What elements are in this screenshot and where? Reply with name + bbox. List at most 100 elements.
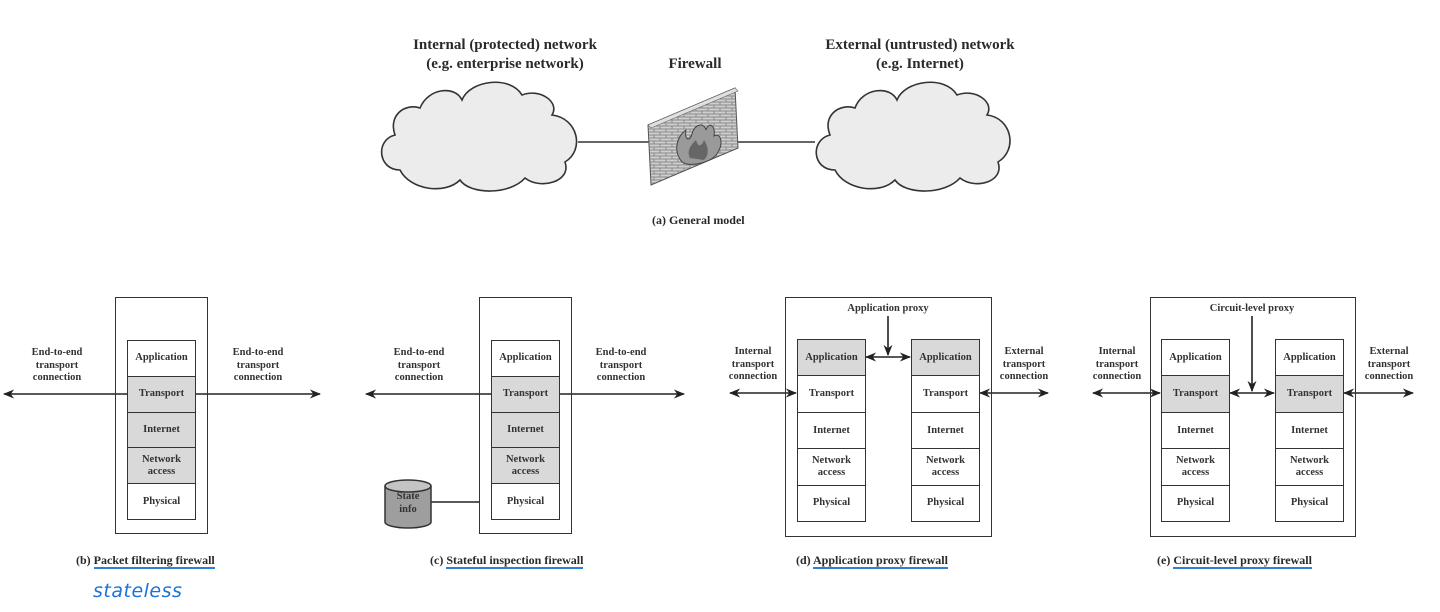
firewall-brick-wall-icon xyxy=(647,87,739,186)
label-line: External xyxy=(1369,346,1409,357)
layer-transport: Transport xyxy=(912,376,979,413)
label-line: transport xyxy=(35,359,79,371)
layer-internet: Internet xyxy=(912,412,979,450)
panel-b-protocol-stack: Application Transport Internet Network a… xyxy=(127,340,196,520)
label-line: connection xyxy=(1092,371,1142,382)
label-line: transport xyxy=(1002,358,1046,370)
external-network-label: External (untrusted) network (e.g. Inter… xyxy=(795,36,1045,74)
label-line: transport xyxy=(1367,358,1411,370)
label-line: External xyxy=(1004,346,1044,357)
label-line: End-to-end xyxy=(31,347,83,358)
panel-d-caption: (d) Application proxy firewall xyxy=(796,553,948,569)
internal-network-title: Internal (protected) network xyxy=(413,37,597,53)
panel-c-caption: (c) Stateful inspection firewall xyxy=(430,553,584,569)
panel-b-caption: (b) Packet filtering firewall xyxy=(76,553,215,569)
caption-title: Stateful inspection firewall xyxy=(446,553,584,569)
layer-network-access: Network access xyxy=(912,449,979,486)
label-line: transport xyxy=(599,359,643,371)
layer-application: Application xyxy=(1276,340,1343,377)
label-line: End-to-end xyxy=(232,347,284,358)
layer-application: Application xyxy=(912,340,979,377)
panel-e-left-label: Internal transport connection xyxy=(1086,346,1148,384)
internal-network-example: (e.g. enterprise network) xyxy=(426,56,584,72)
label-line: info xyxy=(399,503,417,515)
internal-network-label: Internal (protected) network (e.g. enter… xyxy=(380,36,630,74)
layer-physical: Physical xyxy=(912,485,979,522)
panel-e-caption: (e) Circuit-level proxy firewall xyxy=(1157,553,1312,569)
label-line: Internal xyxy=(734,346,772,357)
layer-network-access: Network access xyxy=(1276,449,1343,486)
layer-physical: Physical xyxy=(1276,485,1343,522)
stateless-annotation: stateless xyxy=(93,580,183,602)
label-line: Internal xyxy=(1098,346,1136,357)
label-line: transport xyxy=(731,358,775,370)
fire-icon xyxy=(676,124,722,165)
label-line: transport xyxy=(236,359,280,371)
panel-c-right-label: End-to-end transport connection xyxy=(576,347,666,385)
label-line: End-to-end xyxy=(595,347,647,358)
layer-transport: Transport xyxy=(1276,376,1343,413)
panel-e-external-stack: Application Transport Internet Network a… xyxy=(1275,339,1344,522)
panel-b-right-label: End-to-end transport connection xyxy=(213,347,303,385)
internal-network-cloud-icon xyxy=(380,81,578,192)
label-line: connection xyxy=(394,372,444,383)
panel-c-left-label: End-to-end transport connection xyxy=(374,347,464,385)
label-line: transport xyxy=(1095,358,1139,370)
caption-title: Packet filtering firewall xyxy=(93,553,215,569)
layer-application: Application xyxy=(492,341,559,377)
circuit-level-proxy-label: Circuit-level proxy xyxy=(1209,303,1295,314)
application-proxy-label: Application proxy xyxy=(847,303,929,314)
panel-d-internal-stack: Application Transport Internet Network a… xyxy=(797,339,866,522)
firewall-label: Firewall xyxy=(668,56,722,72)
panel-e-internal-stack: Application Transport Internet Network a… xyxy=(1161,339,1230,522)
label-line: transport xyxy=(397,359,441,371)
label-line: State xyxy=(396,491,420,502)
label-line: connection xyxy=(728,371,778,382)
panel-d-external-stack: Application Transport Internet Network a… xyxy=(911,339,980,522)
panel-b-firewall-box xyxy=(115,297,208,534)
caption-prefix: (b) xyxy=(76,553,91,567)
layer-application: Application xyxy=(1162,340,1229,377)
layer-internet: Internet xyxy=(798,412,865,450)
layer-internet: Internet xyxy=(128,412,195,449)
layer-transport: Transport xyxy=(128,376,195,413)
layer-physical: Physical xyxy=(492,484,559,519)
panel-e-right-label: External transport connection xyxy=(1358,346,1420,384)
panel-e-firewall-box xyxy=(1150,297,1356,537)
label-line: End-to-end xyxy=(393,347,445,358)
panel-c-firewall-box xyxy=(479,297,572,534)
label-line: connection xyxy=(1364,371,1414,382)
layer-physical: Physical xyxy=(128,484,195,519)
label-line: connection xyxy=(32,372,82,383)
layer-physical: Physical xyxy=(1162,485,1229,522)
caption-title: Application proxy firewall xyxy=(813,553,948,569)
external-network-example: (e.g. Internet) xyxy=(876,56,964,72)
panel-d-firewall-box xyxy=(785,297,992,537)
caption-prefix: (c) xyxy=(430,553,444,567)
layer-internet: Internet xyxy=(492,412,559,449)
layer-network-access: Network access xyxy=(1162,449,1229,486)
caption-title: Circuit-level proxy firewall xyxy=(1173,553,1312,569)
layer-internet: Internet xyxy=(1276,412,1343,450)
layer-transport: Transport xyxy=(1162,376,1229,413)
panel-d-left-label: Internal transport connection xyxy=(722,346,784,384)
general-model-caption: (a) General model xyxy=(652,213,745,227)
panel-d-right-label: External transport connection xyxy=(993,346,1055,384)
layer-transport: Transport xyxy=(798,376,865,413)
layer-physical: Physical xyxy=(798,485,865,522)
layer-application: Application xyxy=(128,341,195,377)
layer-internet: Internet xyxy=(1162,412,1229,450)
label-line: connection xyxy=(233,372,283,383)
external-network-title: External (untrusted) network xyxy=(825,37,1015,53)
external-network-cloud-icon xyxy=(815,81,1011,192)
panel-c-protocol-stack: Application Transport Internet Network a… xyxy=(491,340,560,520)
caption-prefix: (e) xyxy=(1157,553,1171,567)
panel-b-left-label: End-to-end transport connection xyxy=(12,347,102,385)
layer-network-access: Network access xyxy=(492,448,559,485)
layer-application: Application xyxy=(798,340,865,377)
label-line: connection xyxy=(999,371,1049,382)
caption-prefix: (d) xyxy=(796,553,811,567)
label-line: connection xyxy=(596,372,646,383)
state-info-label: State info xyxy=(385,491,431,516)
layer-network-access: Network access xyxy=(798,449,865,486)
